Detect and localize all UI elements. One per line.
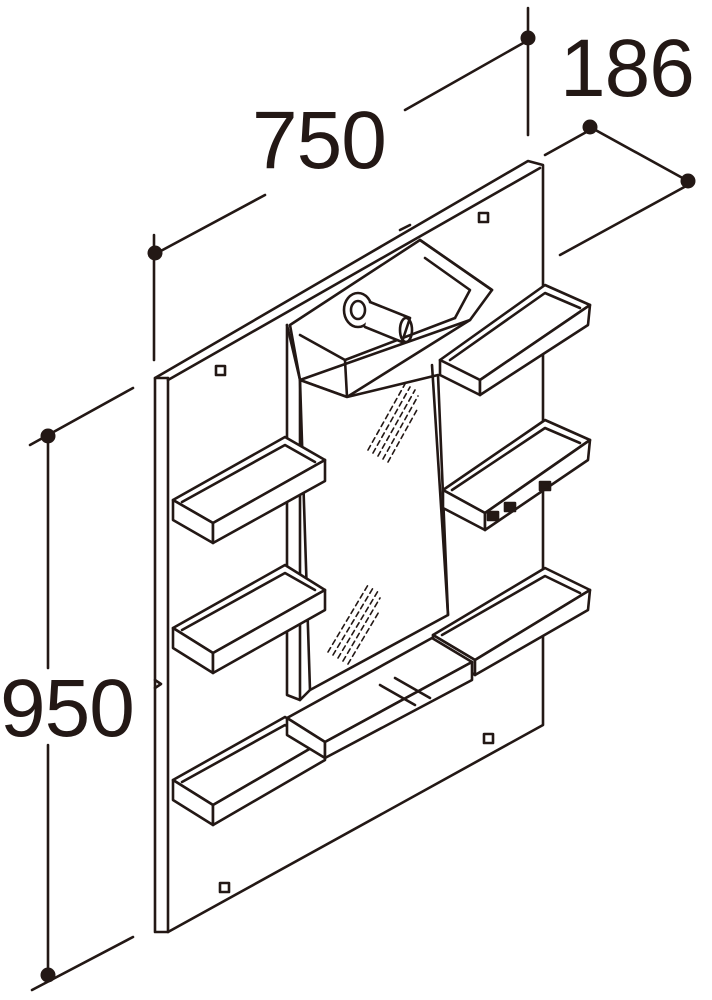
mirror-reflection-hatch (327, 383, 419, 665)
width-dimension-line-left (155, 193, 267, 255)
mounting-hole (477, 211, 490, 224)
outlet-icon (538, 480, 552, 492)
width-dimension-label: 750 (252, 95, 387, 186)
mounting-hole (218, 881, 231, 894)
shelf-right-middle (441, 418, 592, 532)
faucet-icon (342, 291, 414, 344)
height-dimension (28, 386, 135, 992)
depth-dimension-line (588, 125, 690, 183)
dimension-endpoint-icon (147, 245, 163, 261)
dimension-endpoint-icon (680, 173, 696, 189)
mounting-hole (482, 732, 495, 745)
depth-extension-top (543, 128, 592, 157)
panel-notch (153, 678, 163, 690)
top-clip (398, 223, 412, 232)
depth-extension-bottom (558, 183, 690, 257)
shelf-left-bottom (171, 715, 327, 827)
height-dimension-label: 950 (0, 663, 135, 754)
dimension-endpoint-icon (582, 119, 598, 135)
mounting-hole (214, 364, 227, 377)
dimension-endpoint-icon (40, 967, 56, 983)
shelf-left-top (171, 435, 327, 545)
shelf-left-middle (171, 563, 327, 675)
outlet-icon (503, 501, 517, 513)
width-dimension-line-right (403, 40, 527, 112)
center-bottom-tray (285, 636, 474, 760)
depth-dimension-label: 186 (560, 23, 695, 114)
dimension-endpoint-icon (520, 30, 536, 46)
dimension-endpoint-icon (40, 428, 56, 444)
shelf-right-top (438, 283, 592, 397)
outlet-icon (486, 510, 500, 522)
dimension-endpoints (40, 30, 696, 983)
depth-dimension (543, 125, 690, 257)
mirror (285, 323, 450, 702)
